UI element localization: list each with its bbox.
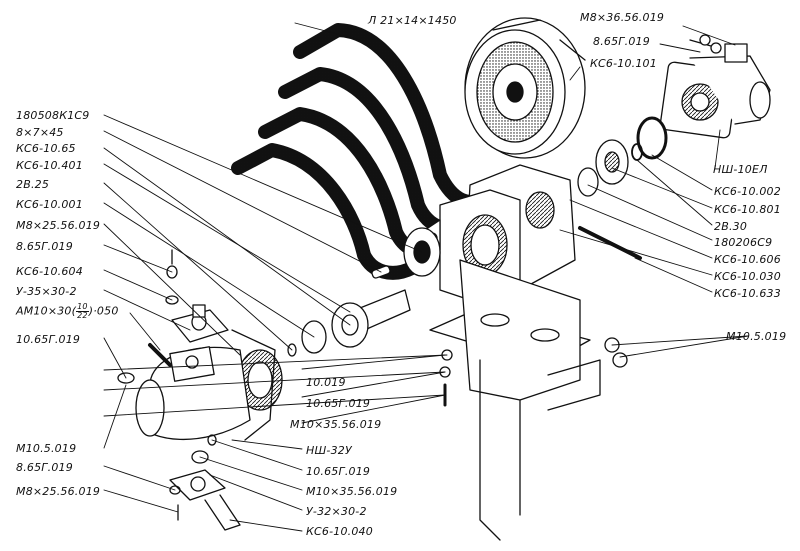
label-ks6-10-401: КС6-10.401 xyxy=(16,159,83,172)
label-bearing-180508: 180508К1С9 xyxy=(16,109,90,122)
left-pump-drawing xyxy=(135,329,283,441)
fasteners xyxy=(117,34,711,531)
label-ks6-10-65: КС6-10.65 xyxy=(16,142,76,155)
pulley-drawing xyxy=(464,17,586,159)
label-ks6-10-002: КС6-10.002 xyxy=(714,185,781,198)
label-washer-8-65g-bottom: 8.65Г.019 xyxy=(16,461,73,474)
label-washer-10-019: 10.019 xyxy=(306,376,346,389)
label-key-8x7x45: 8×7×45 xyxy=(16,126,64,139)
label-ring-2v25: 2В.25 xyxy=(16,178,50,191)
label-ks6-10-604: КС6-10.604 xyxy=(16,265,83,278)
label-pump-nsh10el: НШ-10ЕЛ xyxy=(713,163,768,176)
label-washer-10-65g-left: 10.65Г.019 xyxy=(16,333,81,346)
label-gasket-u32: У-32×30-2 xyxy=(306,505,367,518)
label-ring-2v30: 2В.30 xyxy=(714,220,748,233)
label-bolt-m8x25-top: М8×25.56.019 xyxy=(16,219,101,232)
label-bearing-180206: 180206С9 xyxy=(714,236,773,249)
label-gasket-u35: У-35×30-2 xyxy=(16,285,77,298)
leader-lines xyxy=(103,22,749,532)
label-bolt-m8x25-bottom: М8×25.56.019 xyxy=(16,485,101,498)
label-nut-m10-left: М10.5.019 xyxy=(16,442,77,455)
label-bolt-m10x35-bottom: М10×35.56.019 xyxy=(306,485,398,498)
right-seal-group xyxy=(577,116,668,260)
label-ks6-10-606: КС6-10.606 xyxy=(714,253,781,266)
housing-drawing xyxy=(424,164,576,301)
bracket-drawing xyxy=(429,259,601,541)
label-ks6-10-040: КС6-10.040 xyxy=(306,525,373,538)
label-ks6-10-633: КС6-10.633 xyxy=(714,287,781,300)
label-pump-nsh32u: НШ-32У xyxy=(306,444,352,457)
label-pulley: КС6-10.101 xyxy=(590,57,657,70)
label-washer-8-65g-left: 8.65Г.019 xyxy=(16,240,73,253)
label-washer-8-65g-top: 8.65Г.019 xyxy=(593,35,650,48)
label-nut-m10-right: М10.5.019 xyxy=(726,330,787,343)
label-ks6-10-030: КС6-10.030 xyxy=(714,270,781,283)
label-ks6-10-001: КС6-10.001 xyxy=(16,198,83,211)
label-washer-10-65g-center: 10.65Г.019 xyxy=(306,397,371,410)
right-pump-drawing xyxy=(659,39,771,139)
label-washer-10-65g-bottom: 10.65Г.019 xyxy=(306,465,371,478)
label-bolt-m10x35-center: М10×35.56.019 xyxy=(290,418,382,431)
v-belts xyxy=(231,23,497,280)
label-bolt-m8x36: М8×36.56.019 xyxy=(580,11,665,24)
label-ks6-10-801: КС6-10.801 xyxy=(714,203,781,216)
label-belt: Л 21×14×1450 xyxy=(368,14,457,27)
